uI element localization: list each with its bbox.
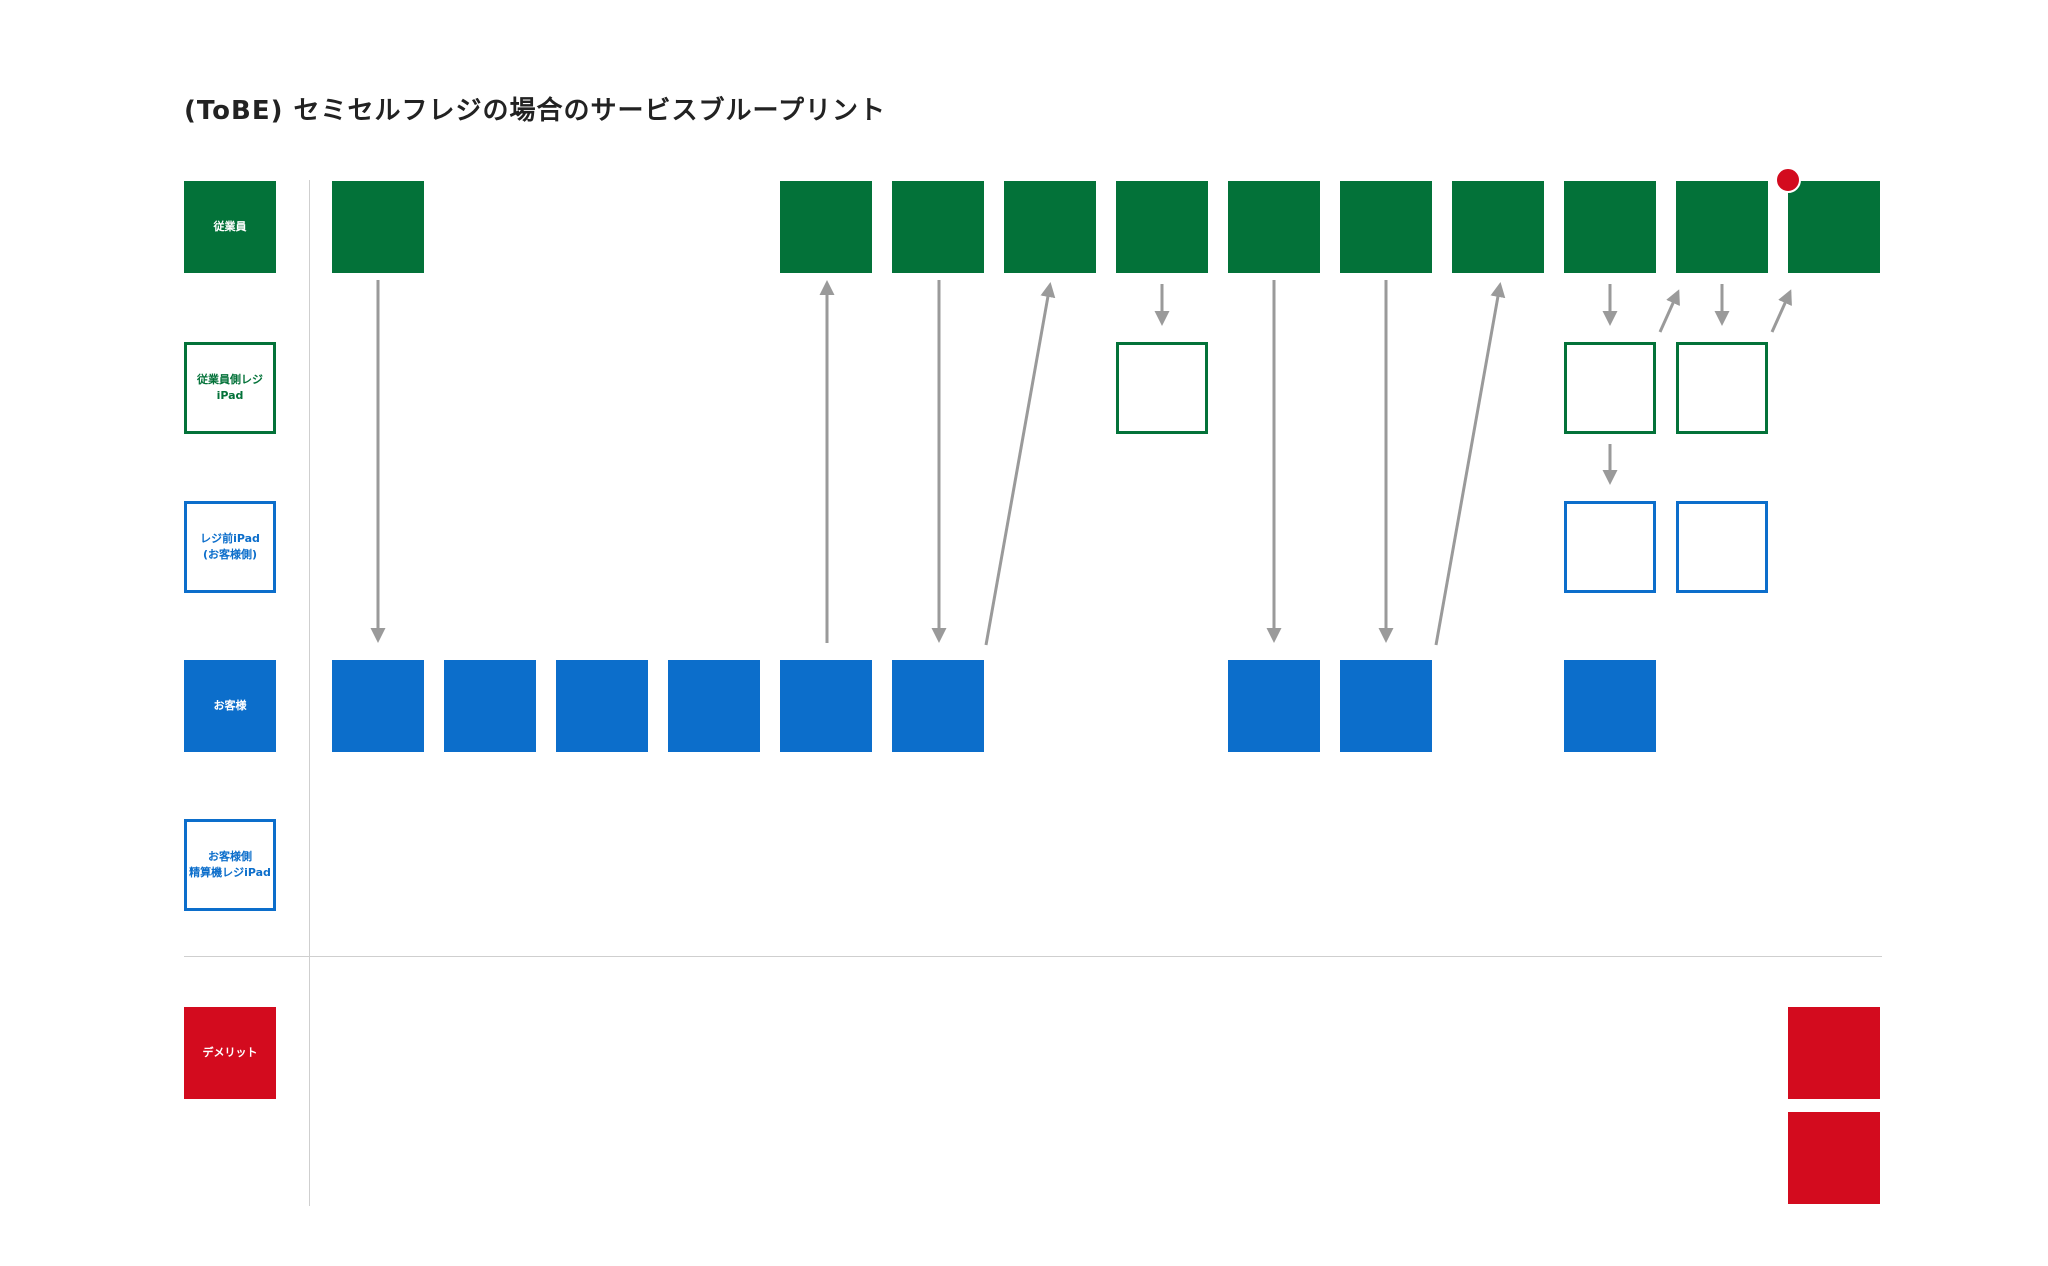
customer-step-card — [780, 660, 872, 752]
customer-step-card — [668, 660, 760, 752]
demerit-card — [1788, 1112, 1880, 1204]
customer-step-card — [1564, 660, 1656, 752]
customer-step-card — [444, 660, 536, 752]
lane-divider-vertical — [309, 180, 310, 1206]
customer-step-card — [892, 660, 984, 752]
customer-step-card — [332, 660, 424, 752]
lane-label-staff-ipad: 従業員側レジ iPad — [184, 342, 276, 434]
staff-ipad-step-card — [1564, 342, 1656, 434]
lane-label-customer: お客様 — [184, 660, 276, 752]
customer-step-card — [1228, 660, 1320, 752]
staff-step-card — [1676, 181, 1768, 273]
staff-step-card — [780, 181, 872, 273]
staff-step-card — [892, 181, 984, 273]
marker-dot — [1775, 167, 1801, 193]
lane-label-customer-ipad: お客様側 精算機レジiPad — [184, 819, 276, 911]
flow-arrow — [1658, 289, 1680, 333]
page-title: (ToBE) セミセルフレジの場合のサービスブループリント — [184, 96, 886, 126]
staff-step-card — [1788, 181, 1880, 273]
lane-label-demerit: デメリット — [184, 1007, 276, 1099]
front-ipad-step-card — [1676, 501, 1768, 593]
staff-step-card — [1564, 181, 1656, 273]
staff-step-card — [1004, 181, 1096, 273]
customer-step-card — [1340, 660, 1432, 752]
front-ipad-step-card — [1564, 501, 1656, 593]
staff-step-card — [1452, 181, 1544, 273]
staff-ipad-step-card — [1676, 342, 1768, 434]
customer-step-card — [556, 660, 648, 752]
staff-ipad-step-card — [1116, 342, 1208, 434]
staff-step-card — [1116, 181, 1208, 273]
lane-label-staff: 従業員 — [184, 181, 276, 273]
staff-step-card — [1340, 181, 1432, 273]
flow-arrow — [1770, 289, 1792, 333]
staff-step-card — [332, 181, 424, 273]
flow-arrow — [1434, 282, 1506, 646]
flow-arrow — [984, 282, 1056, 646]
demerit-card — [1788, 1007, 1880, 1099]
lane-label-front-ipad: レジ前iPad (お客様側) — [184, 501, 276, 593]
staff-step-card — [1228, 181, 1320, 273]
lane-divider-horizontal — [184, 956, 1882, 957]
